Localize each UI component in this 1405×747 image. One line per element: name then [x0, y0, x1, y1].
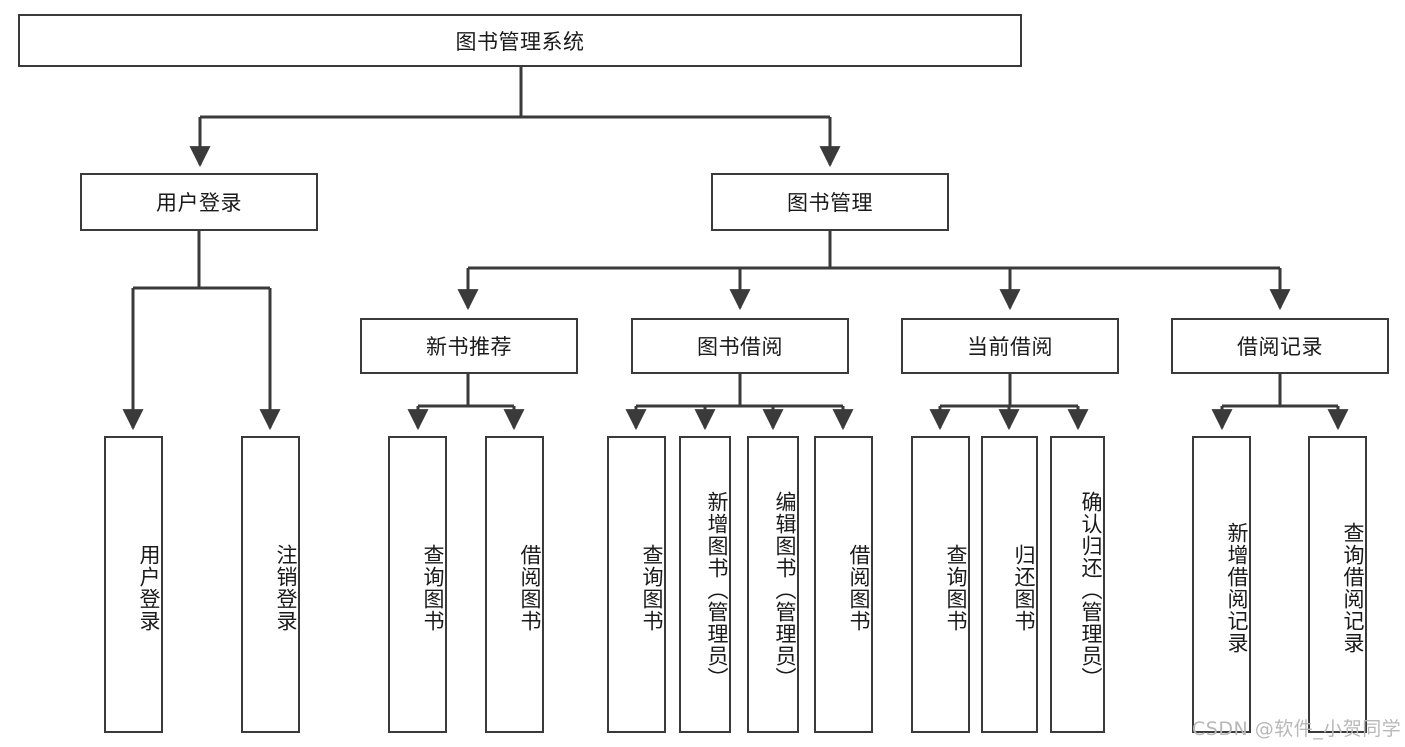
node-leaf-label: 编辑图书（管理员）: [773, 490, 797, 689]
node-borrow-record-label: 借阅记录: [1237, 335, 1323, 359]
node-leaf-label: 借阅图书: [518, 543, 542, 632]
node-leaf-book-borrow-1[interactable]: 查询图书: [607, 436, 666, 733]
node-new-book-recommend-label: 新书推荐: [426, 335, 512, 359]
node-book-manage[interactable]: 图书管理: [711, 173, 949, 231]
node-new-book-recommend[interactable]: 新书推荐: [360, 318, 578, 374]
node-user-login-label: 用户登录: [156, 191, 242, 215]
node-leaf-label: 新增图书（管理员）: [705, 490, 729, 689]
node-leaf-label: 查询借阅记录: [1341, 521, 1365, 654]
node-leaf-borrow-record-2[interactable]: 查询借阅记录: [1308, 436, 1367, 733]
node-leaf-label: 用户登录: [137, 543, 161, 632]
node-leaf-current-borrow-1[interactable]: 查询图书: [911, 436, 970, 733]
node-root[interactable]: 图书管理系统: [18, 14, 1022, 67]
node-leaf-current-borrow-2[interactable]: 归还图书: [981, 436, 1038, 733]
node-root-label: 图书管理系统: [455, 29, 585, 54]
node-book-borrow[interactable]: 图书借阅: [631, 318, 849, 374]
node-book-borrow-label: 图书借阅: [697, 335, 783, 359]
watermark: CSDN @软件_小贺同学: [1192, 718, 1402, 740]
node-user-login[interactable]: 用户登录: [80, 173, 318, 231]
node-leaf-book-borrow-3[interactable]: 编辑图书（管理员）: [747, 436, 799, 733]
node-current-borrow-label: 当前借阅: [967, 335, 1053, 359]
node-leaf-label: 确认归还（管理员）: [1079, 490, 1103, 689]
node-borrow-record[interactable]: 借阅记录: [1171, 318, 1389, 374]
node-leaf-label: 注销登录: [274, 543, 298, 632]
node-current-borrow[interactable]: 当前借阅: [901, 318, 1119, 374]
node-leaf-book-borrow-2[interactable]: 新增图书（管理员）: [679, 436, 731, 733]
node-leaf-label: 查询图书: [944, 543, 968, 632]
node-leaf-label: 新增借阅记录: [1225, 521, 1249, 654]
node-leaf-new-book-1[interactable]: 查询图书: [388, 436, 447, 733]
node-book-manage-label: 图书管理: [787, 191, 873, 215]
node-leaf-current-borrow-3[interactable]: 确认归还（管理员）: [1050, 436, 1105, 733]
node-leaf-borrow-record-1[interactable]: 新增借阅记录: [1192, 436, 1251, 733]
node-leaf-label: 查询图书: [421, 543, 445, 632]
node-leaf-new-book-2[interactable]: 借阅图书: [485, 436, 544, 733]
node-leaf-book-borrow-4[interactable]: 借阅图书: [814, 436, 873, 733]
node-leaf-user-login-2[interactable]: 注销登录: [241, 436, 300, 733]
node-leaf-label: 归还图书: [1012, 543, 1036, 632]
node-leaf-user-login-1[interactable]: 用户登录: [104, 436, 163, 733]
node-leaf-label: 借阅图书: [847, 543, 871, 632]
node-leaf-label: 查询图书: [640, 543, 664, 632]
